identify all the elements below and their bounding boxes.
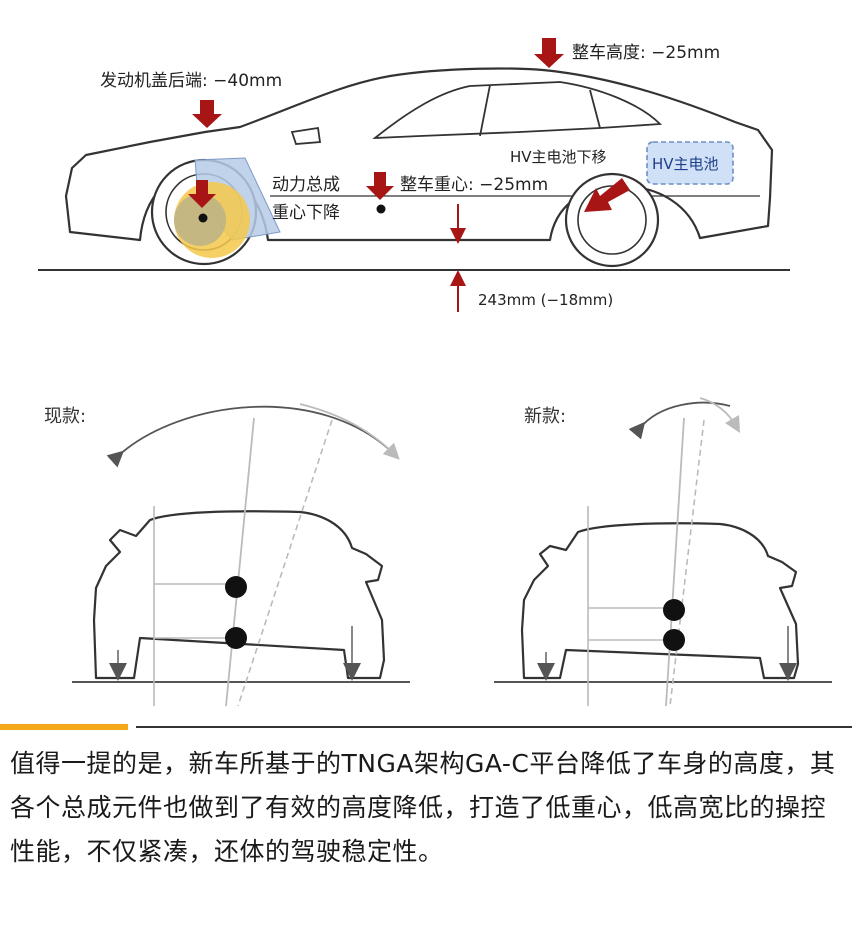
new-high-cog — [663, 599, 685, 621]
car-side-profile — [38, 67, 790, 271]
hood-rear-label: 发动机盖后端: −40mm — [100, 71, 282, 91]
powertrain-label-line1: 动力总成 — [272, 175, 340, 195]
roof-height-label: 整车高度: −25mm — [572, 43, 720, 63]
b-pillar — [479, 84, 491, 137]
cog-drop-arrow — [366, 172, 394, 200]
hv-battery-label: HV主电池 — [652, 155, 719, 173]
new-model-label: 新款: — [524, 406, 566, 427]
current-car-rear-outline — [92, 510, 386, 680]
new-roll-arc — [628, 401, 731, 440]
new-roll-arc-tail — [699, 397, 741, 434]
cog-label: 整车重心: −25mm — [400, 175, 548, 195]
vehicle-cog-dot — [376, 204, 386, 214]
section-divider-line — [136, 726, 852, 728]
side-windows — [372, 81, 663, 140]
current-low-cog — [225, 627, 247, 649]
roof-height-arrow — [534, 38, 564, 68]
current-roll-arc-tail — [299, 403, 400, 460]
ground-clearance-label: 243mm (−18mm) — [478, 291, 613, 309]
side-mirror — [290, 126, 322, 145]
new-car-rear-outline — [520, 522, 800, 680]
powertrain-drop-arrow — [188, 180, 216, 208]
rear-wheel — [564, 172, 660, 268]
rear-wheel-rim — [577, 185, 647, 255]
powertrain-label-line2: 重心下降 — [272, 203, 340, 223]
battery-move-label: HV主电池下移 — [510, 148, 607, 166]
c-pillar — [589, 89, 601, 129]
new-low-cog — [663, 629, 685, 651]
hv-battery-box — [646, 141, 734, 185]
battery-move-arrow — [584, 178, 630, 212]
new-rear-view — [494, 417, 832, 707]
section-divider-accent — [0, 724, 128, 730]
powertrain-cog-dot — [198, 213, 208, 223]
vehicle-diagram: 整车高度: −25mm 发动机盖后端: −40mm 动力总成 重心下降 整车重心… — [38, 38, 832, 707]
current-model-label: 现款: — [44, 406, 86, 427]
article-paragraph: 值得一提的是，新车所基于的TNGA架构GA-C平台降低了车身的高度，其各个总成元… — [10, 749, 836, 866]
hood-rear-arrow — [192, 100, 222, 128]
current-rear-view — [72, 417, 410, 707]
current-high-cog — [225, 576, 247, 598]
current-roll-arc — [106, 405, 395, 468]
